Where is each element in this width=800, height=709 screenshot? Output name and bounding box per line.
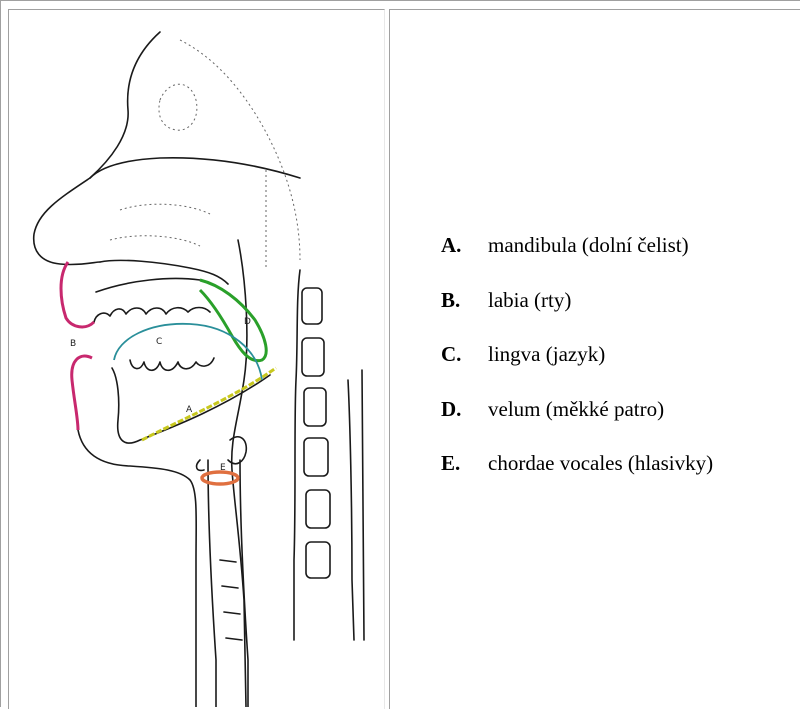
lips-upper xyxy=(61,262,94,327)
mandible-line xyxy=(142,368,276,440)
legend-text: mandibula (dolní čelist) xyxy=(488,233,689,257)
legend-text: lingva (jazyk) xyxy=(488,342,605,366)
legend-item-b: B.labia (rty) xyxy=(441,288,713,343)
trachea-front xyxy=(208,460,216,707)
legend-item-d: D.velum (měkké patro) xyxy=(441,397,713,452)
trachea-rings xyxy=(220,560,242,640)
legend-list: A.mandibula (dolní čelist) B.labia (rty)… xyxy=(441,233,713,506)
legend-letter: D. xyxy=(441,397,488,422)
legend-item-e: E.chordae vocales (hlasivky) xyxy=(441,451,713,506)
face-profile xyxy=(34,32,160,265)
legend-item-c: C.lingva (jazyk) xyxy=(441,342,713,397)
diagram-label-a: A xyxy=(186,405,193,415)
diagram-label-d: D xyxy=(244,317,251,327)
legend-text: velum (měkké patro) xyxy=(488,397,664,421)
turbinate-2 xyxy=(110,236,200,246)
legend-text: chordae vocales (hlasivky) xyxy=(488,451,713,475)
vertebra-4 xyxy=(304,438,328,476)
diagram-label-e: E xyxy=(220,463,226,473)
spine-outline xyxy=(294,270,300,640)
spinal-canal xyxy=(348,380,354,640)
upper-teeth xyxy=(94,308,210,323)
legend-item-a: A.mandibula (dolní čelist) xyxy=(441,233,713,288)
vertebra-2 xyxy=(302,338,324,376)
diagram-label-c: C xyxy=(156,337,162,347)
vertebra-3 xyxy=(304,388,326,426)
hard-palate xyxy=(96,279,200,293)
turbinate-1 xyxy=(120,204,210,214)
tongue-outline xyxy=(114,324,262,380)
head-outline xyxy=(90,158,300,178)
velum-outline xyxy=(200,280,266,361)
nasal-cavity xyxy=(100,260,228,284)
trachea-back xyxy=(240,460,248,707)
legend-letter: B. xyxy=(441,288,488,313)
skull-line xyxy=(180,40,300,260)
legend-text: labia (rty) xyxy=(488,288,571,312)
epiglottis xyxy=(228,437,246,464)
hyoid xyxy=(197,460,204,470)
vertebra-6 xyxy=(306,542,330,578)
neck-back xyxy=(362,370,364,640)
lower-teeth xyxy=(130,358,214,370)
legend-letter: A. xyxy=(441,233,488,258)
legend-letter: E. xyxy=(441,451,488,476)
vertebra-5 xyxy=(306,490,330,528)
chin xyxy=(78,430,196,707)
lips-lower xyxy=(72,356,92,430)
vertebra-1 xyxy=(302,288,322,324)
frontal-sinus xyxy=(159,84,197,130)
legend-letter: C. xyxy=(441,342,488,367)
diagram-label-b: B xyxy=(70,339,76,349)
